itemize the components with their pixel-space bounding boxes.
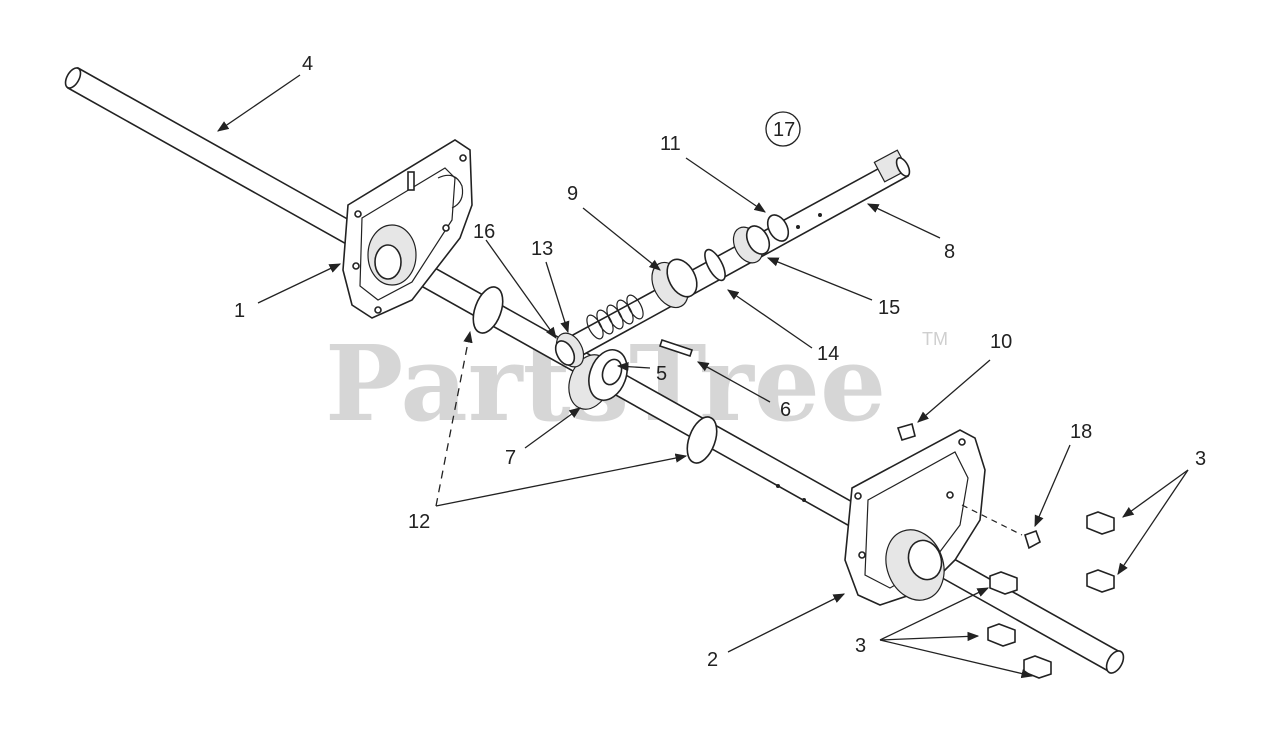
callout-5: 5 [656, 363, 667, 385]
callout-6: 6 [780, 399, 791, 421]
callout-18: 18 [1070, 421, 1092, 443]
callout-3-bottom: 3 [855, 635, 866, 657]
callout-12: 12 [408, 511, 430, 533]
washer-right [686, 416, 718, 464]
pin [658, 338, 694, 358]
plug [1024, 529, 1041, 550]
callout-7: 7 [505, 447, 516, 469]
callout-2: 2 [707, 649, 718, 671]
callout-13: 13 [531, 238, 553, 260]
callout-17: 17 [773, 119, 795, 141]
bolts [987, 511, 1115, 679]
callout-16: 16 [473, 221, 495, 243]
left-housing [342, 139, 473, 319]
callout-8: 8 [944, 241, 955, 263]
callout-1: 1 [234, 300, 245, 322]
callout-labels: 4 1 16 13 9 11 17 8 15 14 5 6 7 10 18 3 … [234, 53, 1206, 671]
callout-9: 9 [567, 183, 578, 205]
callout-3-top: 3 [1195, 448, 1206, 470]
callout-11: 11 [660, 133, 681, 155]
right-housing [844, 429, 986, 606]
callout-14: 14 [817, 343, 839, 365]
callout-17-circle [765, 111, 801, 147]
watermark-trademark: TM [922, 329, 948, 349]
washer-left [472, 286, 504, 334]
callout-10: 10 [990, 331, 1012, 353]
grease-fitting [896, 423, 916, 441]
plug-path [961, 504, 1023, 536]
callout-4: 4 [302, 53, 313, 75]
leader-lines [217, 74, 1189, 679]
callout-15: 15 [878, 297, 900, 319]
